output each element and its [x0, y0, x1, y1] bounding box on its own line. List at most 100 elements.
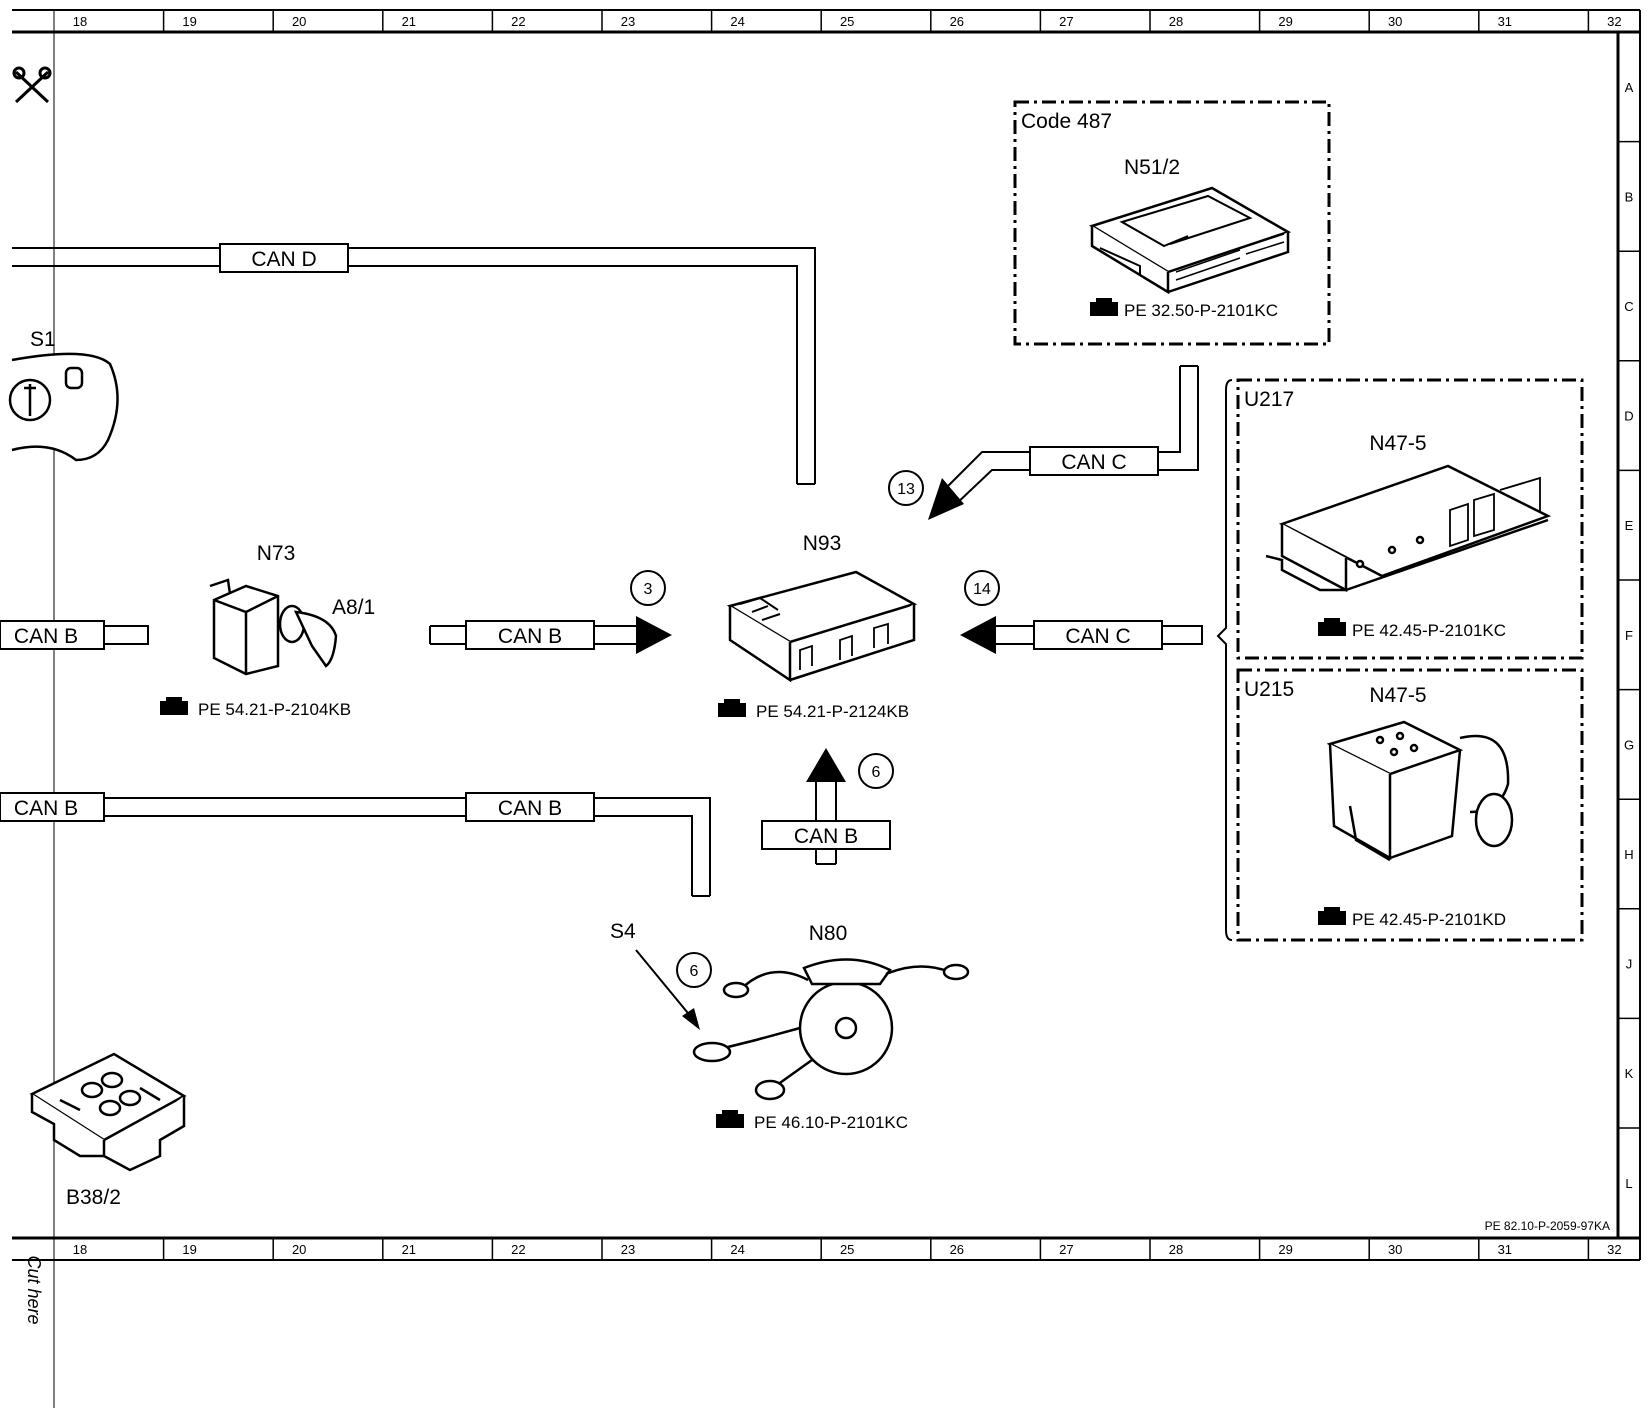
- reference-hand-icon: [1090, 298, 1118, 316]
- row-label: D: [1624, 409, 1633, 424]
- column-label-bottom: 32: [1607, 1242, 1621, 1257]
- reference-hand-icon: [160, 697, 188, 715]
- n73-ignition-switch: [209, 578, 338, 676]
- reference-hand-icon: [1318, 618, 1346, 636]
- bus-label-can-b-vertical: CAN B: [761, 820, 891, 850]
- can-c-right-label: CAN C: [1065, 625, 1130, 648]
- frame-u215: U215: [1236, 668, 1584, 942]
- row-label: H: [1624, 847, 1633, 862]
- callout-14-text: 14: [973, 581, 991, 598]
- callout-13: 13: [888, 470, 924, 506]
- callout-3-text: 3: [644, 581, 653, 598]
- n51-2-ref: PE 32.50-P-2101KC: [1090, 298, 1278, 320]
- column-label-top: 27: [1059, 14, 1073, 29]
- drawing-number: PE 82.10-P-2059-97KA: [1485, 1219, 1610, 1233]
- callout-6-up-text: 6: [872, 764, 881, 781]
- can-b-mid-label: CAN B: [498, 625, 562, 648]
- n51-2-ref-text: PE 32.50-P-2101KC: [1124, 301, 1278, 320]
- row-label: C: [1624, 299, 1633, 314]
- column-label-bottom: 28: [1169, 1242, 1183, 1257]
- column-label-top: 24: [730, 14, 744, 29]
- frame-u217-label: U217: [1244, 388, 1294, 411]
- bus-label-can-b-lower-left: CAN B: [0, 792, 105, 822]
- n93-ref-text: PE 54.21-P-2124KB: [756, 702, 909, 721]
- s1-switch: [8, 352, 119, 462]
- n73-ref: PE 54.21-P-2104KB: [160, 697, 351, 719]
- can-d-label: CAN D: [251, 248, 316, 271]
- bus-lines: [12, 247, 1203, 897]
- n80-label: N80: [809, 922, 848, 945]
- b38-2-sensor: [29, 1052, 187, 1172]
- column-label-bottom: 27: [1059, 1242, 1073, 1257]
- row-label: K: [1625, 1066, 1634, 1081]
- n47-5-u215-label: N47-5: [1369, 684, 1426, 707]
- can-b-left-label: CAN B: [14, 625, 78, 648]
- callout-14: 14: [964, 570, 1000, 606]
- s4-pointer-arrow: [635, 949, 700, 1030]
- n93-module: [726, 570, 918, 683]
- column-label-top: 30: [1388, 14, 1402, 29]
- n47-5-u217-ref: PE 42.45-P-2101KC: [1318, 618, 1506, 640]
- column-label-bottom: 31: [1498, 1242, 1512, 1257]
- arrow-heads: [636, 478, 996, 782]
- n51-2-label: N51/2: [1124, 156, 1180, 179]
- cut-here-label: Cut here: [24, 1255, 44, 1324]
- row-label: J: [1626, 957, 1633, 972]
- column-label-top: 26: [950, 14, 964, 29]
- can-b-vertical-label: CAN B: [794, 825, 858, 848]
- column-label-top: 23: [621, 14, 635, 29]
- column-label-top: 25: [840, 14, 854, 29]
- n47-5-u215-ref-text: PE 42.45-P-2101KD: [1352, 910, 1506, 929]
- n80-steering-module: [692, 958, 970, 1101]
- bus-label-can-b-lower-mid: CAN B: [465, 792, 595, 822]
- column-label-bottom: 19: [182, 1242, 196, 1257]
- frame-code-487: Code 487: [1013, 100, 1331, 346]
- row-label: A: [1625, 80, 1634, 95]
- arrow-to-n93-diagonal: [928, 478, 964, 520]
- n93-label: N93: [803, 532, 842, 555]
- can-c-top-label: CAN C: [1061, 451, 1126, 474]
- column-label-bottom: 24: [730, 1242, 744, 1257]
- column-label-top: 29: [1278, 14, 1292, 29]
- n73-ref-text: PE 54.21-P-2104KB: [198, 700, 351, 719]
- callout-6-up: 6: [858, 753, 894, 789]
- row-ticks: [1618, 140, 1640, 1239]
- column-label-top: 22: [511, 14, 525, 29]
- arrow-to-n93-bottom: [806, 748, 846, 782]
- callout-6-s4-text: 6: [690, 963, 699, 980]
- frame-code-487-label: Code 487: [1021, 110, 1112, 133]
- n47-5-u217-unit: [1265, 464, 1552, 593]
- column-label-top: 21: [402, 14, 416, 29]
- row-label: F: [1625, 628, 1633, 643]
- a8-1-label: A8/1: [332, 596, 375, 619]
- n47-5-u215-ref: PE 42.45-P-2101KD: [1318, 907, 1506, 929]
- column-label-top: 20: [292, 14, 306, 29]
- column-label-bottom: 30: [1388, 1242, 1402, 1257]
- column-label-bottom: 20: [292, 1242, 306, 1257]
- n47-5-u215-unit: [1326, 720, 1514, 862]
- can-b-lower-left-label: CAN B: [14, 797, 78, 820]
- callout-6-s4: 6: [676, 952, 712, 988]
- s4-label: S4: [610, 920, 636, 943]
- s1-label: S1: [30, 328, 56, 351]
- column-label-top: 18: [73, 14, 87, 29]
- column-label-bottom: 21: [402, 1242, 416, 1257]
- row-label: B: [1625, 189, 1634, 204]
- column-ticks: [162, 10, 1590, 1260]
- reference-hand-icon: [718, 699, 746, 717]
- column-label-top: 31: [1498, 14, 1512, 29]
- column-label-bottom: 23: [621, 1242, 635, 1257]
- n80-ref-text: PE 46.10-P-2101KC: [754, 1113, 908, 1132]
- bus-label-can-d: CAN D: [219, 243, 349, 273]
- scissors-icon: [12, 66, 52, 104]
- reference-hand-icon: [1318, 907, 1346, 925]
- column-label-bottom: 18: [73, 1242, 87, 1257]
- n93-ref: PE 54.21-P-2124KB: [718, 699, 909, 721]
- bus-label-can-b-left: CAN B: [0, 620, 105, 650]
- column-label-bottom: 25: [840, 1242, 854, 1257]
- row-label: E: [1625, 518, 1634, 533]
